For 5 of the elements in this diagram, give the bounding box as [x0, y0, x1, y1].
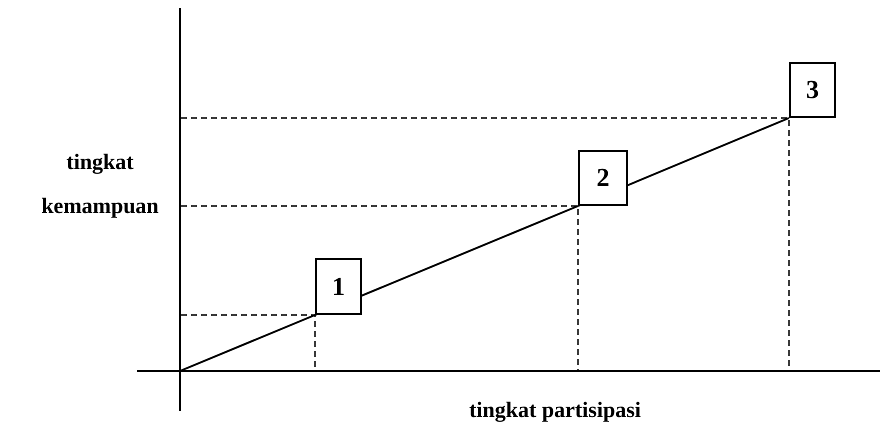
axis-label: tingkat kemampuan	[40, 148, 160, 220]
number-box: 2	[578, 150, 628, 206]
number-box: 1	[315, 258, 362, 315]
axis-label: tingkat partisipasi	[468, 396, 642, 423]
number-box: 3	[789, 62, 836, 118]
